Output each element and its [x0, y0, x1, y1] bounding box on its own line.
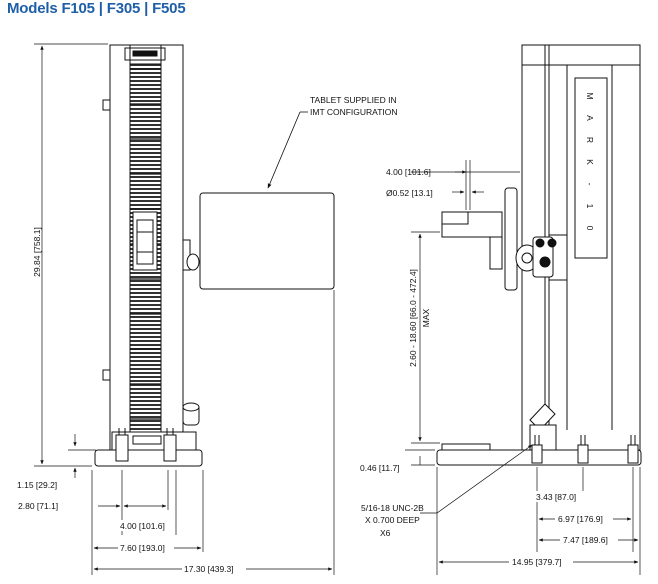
dim-travel-max: MAX	[421, 308, 431, 327]
dim-1730: 17.30 [439.3]	[184, 564, 234, 574]
dim-760: 7.60 [193.0]	[120, 543, 165, 553]
svg-text:A: A	[585, 115, 595, 121]
dim-side-400: 4.00 [101.6]	[386, 167, 431, 177]
thread-callout-1: 5/16-18 UNC-2B	[361, 503, 424, 513]
brand-panel	[574, 77, 608, 259]
dim-697: 6.97 [176.9]	[558, 514, 603, 524]
hinge-top	[102, 99, 111, 111]
dim-280: 2.80 [71.1]	[18, 501, 58, 511]
page-title: Models F105 | F305 | F505	[7, 0, 186, 17]
tablet-callout-1: TABLET SUPPLIED IN	[310, 95, 397, 105]
tablet-edge	[504, 187, 518, 291]
svg-text:-: -	[585, 183, 595, 186]
dim-1495: 14.95 [379.7]	[512, 557, 562, 567]
svg-text:R: R	[585, 137, 595, 143]
dim-side-dia: Ø0.52 [13.1]	[386, 188, 433, 198]
dim-travel: 2.60 - 18.60 [66.0 - 472.4]	[408, 269, 418, 367]
svg-text:K: K	[585, 159, 595, 165]
svg-text:0: 0	[585, 226, 595, 231]
hinge-bottom	[102, 369, 111, 381]
dim-side-046: 0.46 [11.7]	[360, 463, 400, 473]
thread-callout-2: X 0.700 DEEP	[365, 515, 420, 525]
dim-height: 29.84 [758.1]	[32, 227, 42, 277]
svg-text:1: 1	[585, 204, 595, 209]
tablet-callout-2: IMT CONFIGURATION	[310, 107, 398, 117]
tablet	[199, 192, 335, 290]
svg-text:M: M	[585, 92, 595, 99]
dim-747: 7.47 [189.6]	[563, 535, 608, 545]
brand-letters: M A R K - 1 0	[585, 92, 595, 230]
dim-base-height: 1.15 [29.2]	[17, 480, 57, 490]
side-view	[436, 44, 642, 466]
front-base	[94, 449, 203, 467]
dim-343: 3.43 [87.0]	[536, 492, 576, 502]
front-top-display	[124, 47, 166, 61]
thread-callout-3: X6	[380, 528, 391, 538]
dim-400-front: 4.00 [101.6]	[120, 521, 165, 531]
front-view	[94, 44, 335, 467]
